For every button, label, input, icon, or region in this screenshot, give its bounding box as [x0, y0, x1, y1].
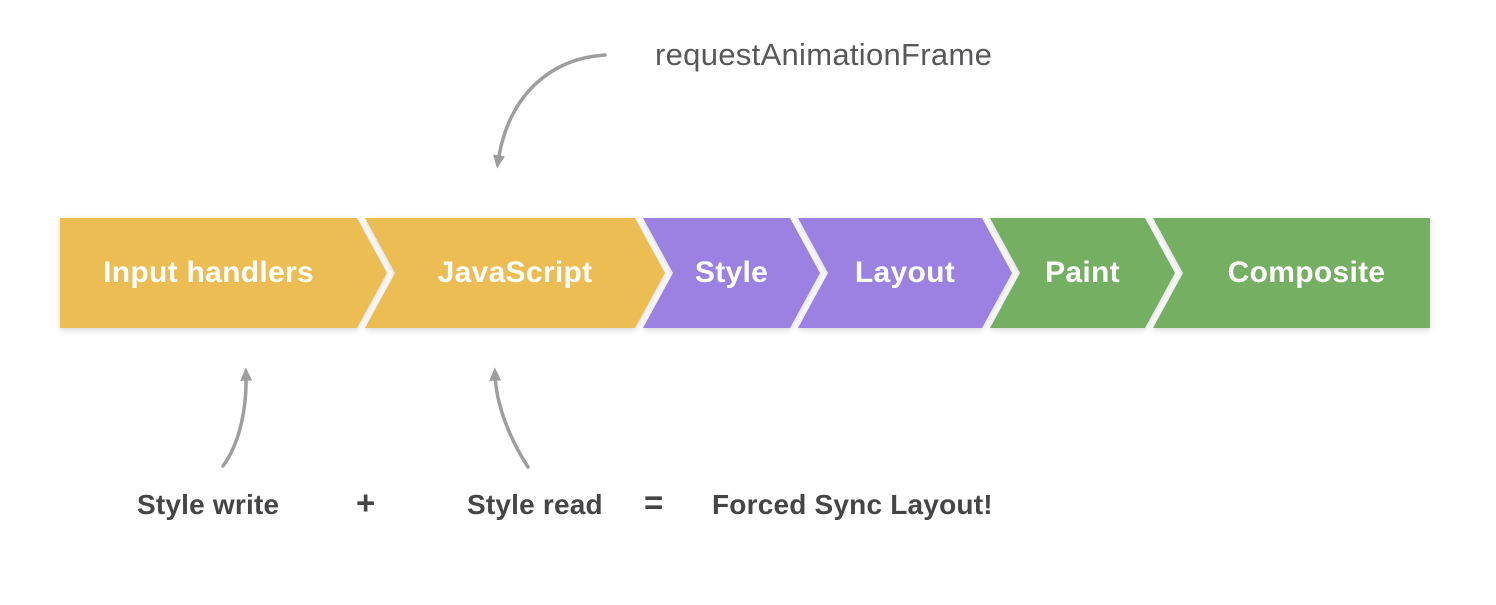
style-read-label: Style read — [467, 489, 603, 520]
segment-label: Composite — [1227, 256, 1386, 289]
style-write-label: Style write — [137, 489, 280, 520]
segment-label: Paint — [1045, 256, 1120, 289]
segment-label: Input handlers — [103, 256, 314, 289]
segment-label: Layout — [854, 256, 956, 289]
segment-style: Style — [643, 218, 820, 328]
segment-paint: Paint — [990, 218, 1175, 328]
segment-javascript: JavaScript — [365, 218, 665, 328]
segment-label: JavaScript — [437, 256, 593, 289]
plus-operator: + — [356, 484, 376, 521]
forced-sync-layout-label: Forced Sync Layout! — [712, 489, 993, 520]
segment-layout: Layout — [798, 218, 1012, 328]
segment-composite: Composite — [1153, 218, 1430, 328]
segment-label: Style — [694, 256, 769, 289]
equals-operator: = — [644, 484, 664, 521]
request-animation-frame-label: requestAnimationFrame — [655, 37, 993, 72]
segment-input-handlers: Input handlers — [60, 218, 387, 328]
